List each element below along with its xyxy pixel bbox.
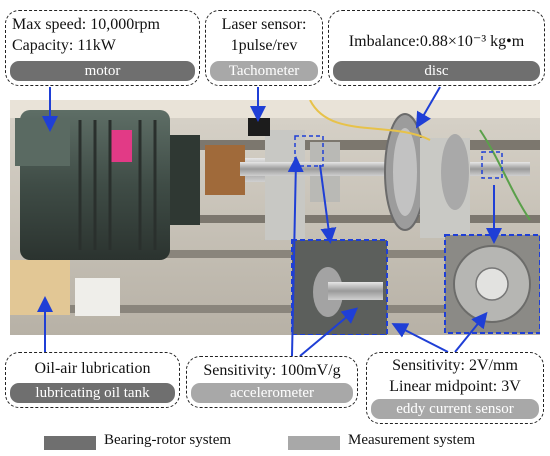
test-rig-illustration	[10, 100, 540, 335]
eddy-sensitivity: Sensitivity: 2V/mm	[392, 357, 518, 374]
eddy-tag: eddy current sensor	[371, 399, 539, 419]
motor-max-speed: Max speed: 10,000rpm	[12, 16, 160, 33]
legend-swatch-measurement	[288, 436, 340, 450]
tachometer-tag: Tachometer	[210, 61, 318, 81]
eddy-current-callout: Sensitivity: 2V/mm Linear midpoint: 3V e…	[366, 352, 544, 424]
disc-tag: disc	[333, 61, 540, 81]
motor-callout: Max speed: 10,000rpm Capacity: 11kW moto…	[5, 10, 200, 86]
test-rig-photo	[10, 100, 540, 335]
motor-capacity: Capacity: 11kW	[12, 37, 116, 54]
disc-imbalance: Imbalance:0.88×10⁻³ kg•m	[348, 33, 525, 50]
legend-label-measurement: Measurement system	[348, 432, 476, 448]
tachometer-sensor: Laser sensor:	[221, 16, 307, 33]
tachometer-resolution: 1pulse/rev	[230, 37, 298, 54]
legend-swatch-bearing-rotor	[44, 436, 96, 450]
accelerometer-tag: accelerometer	[191, 383, 353, 403]
lubrication-type: Oil-air lubrication	[34, 360, 151, 377]
motor-tag: motor	[10, 61, 195, 81]
eddy-linear-midpoint: Linear midpoint: 3V	[389, 378, 521, 395]
accelerometer-sensitivity: Sensitivity: 100mV/g	[203, 362, 341, 379]
disc-callout: Imbalance:0.88×10⁻³ kg•m disc	[328, 10, 545, 86]
tachometer-callout: Laser sensor: 1pulse/rev Tachometer	[205, 10, 323, 86]
accelerometer-callout: Sensitivity: 100mV/g accelerometer	[186, 356, 358, 408]
lubrication-callout: Oil-air lubrication lubricating oil tank	[5, 352, 180, 408]
lubrication-tag: lubricating oil tank	[10, 383, 175, 403]
legend-label-bearing-rotor: Bearing-rotor system	[104, 432, 232, 448]
